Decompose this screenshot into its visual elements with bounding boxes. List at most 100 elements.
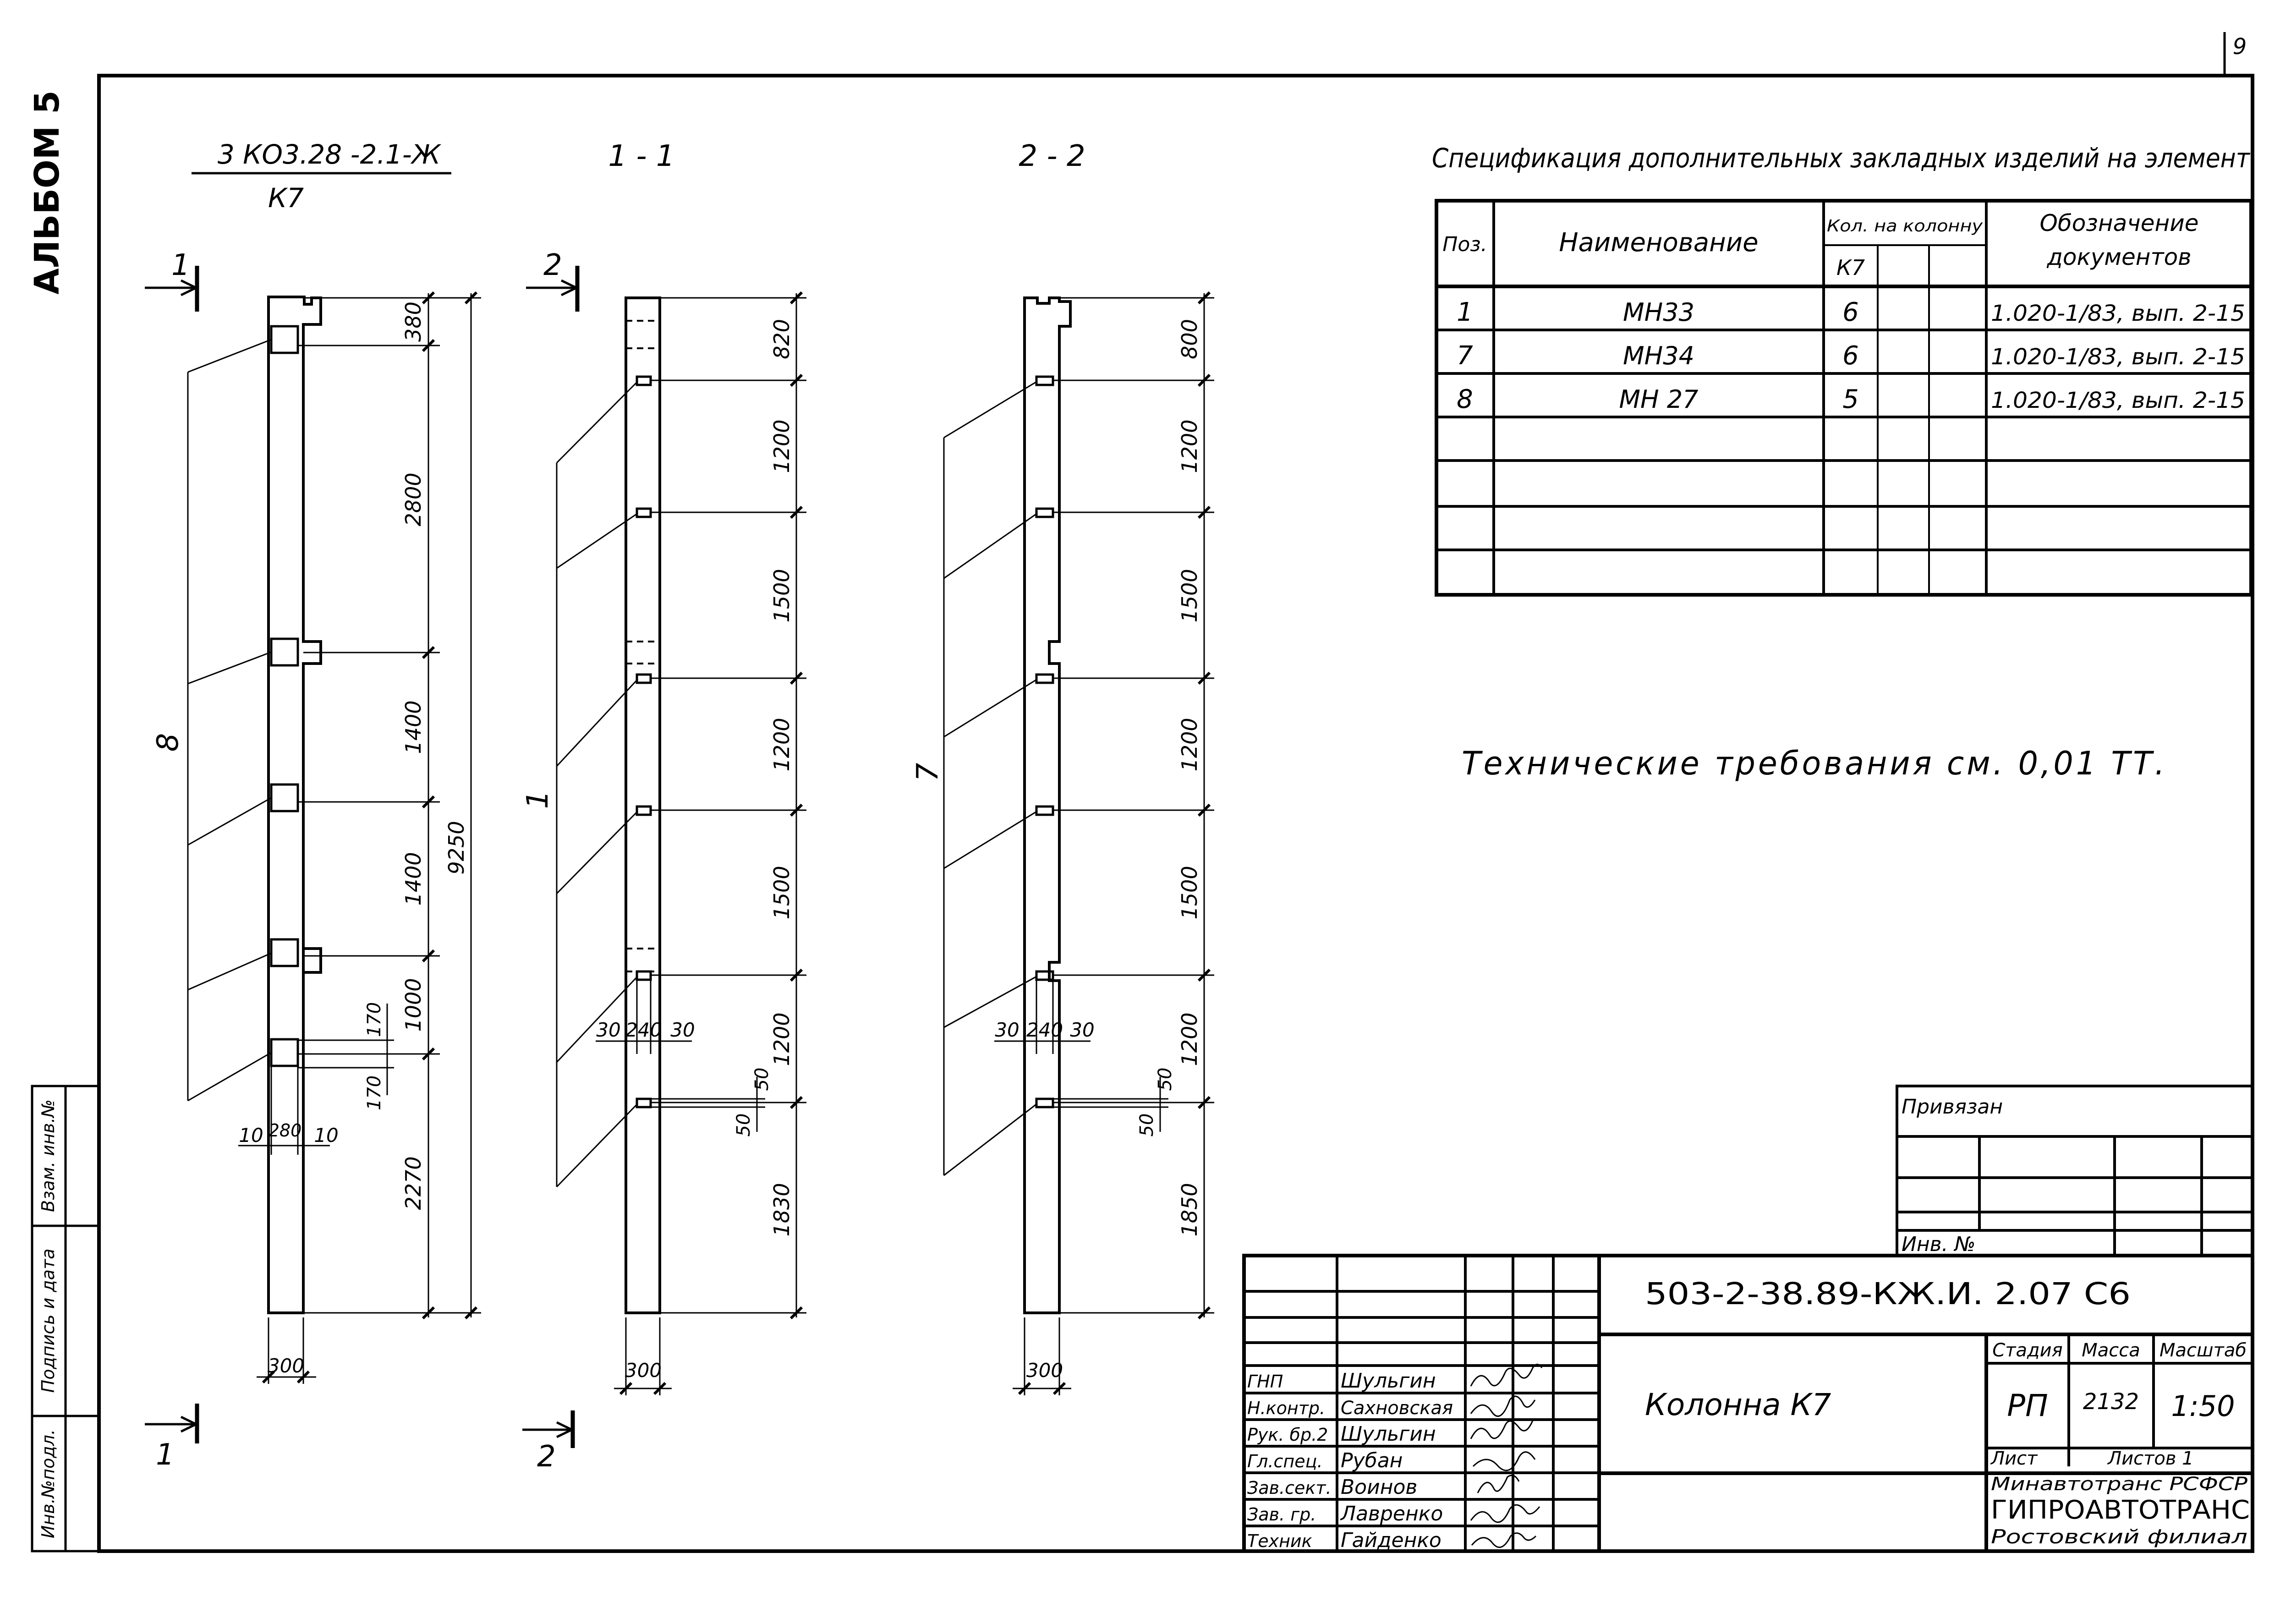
org-branch: Ростовский филиал [1991,1525,2247,1548]
mass-value: 2132 [2083,1389,2139,1415]
spec-row-3-doc: 1.020-1/83, вып. 2-15 [1991,388,2245,413]
embedded-parts-section-1 [636,375,652,1108]
section-2-dim-50-a: 50 [1155,1068,1176,1091]
staff-name-3: Шульгин [1341,1422,1436,1446]
spec-row-1-doc: 1.020-1/83, вып. 2-15 [1991,301,2245,326]
section-2-dim-ticks [1018,291,1211,1395]
main-dim-total: 9250 [444,821,469,874]
section-2-dim-1850: 1850 [1177,1183,1202,1236]
section-cut-1-top-label: 1 [171,248,190,282]
spec-header-pos: Поз. [1442,233,1487,256]
sheet-header: Лист [1990,1448,2038,1469]
leader-lines-section-1 [556,380,639,1188]
staff-role-7: Техник [1247,1531,1312,1551]
spec-row-2-name: МН34 [1623,341,1694,370]
spec-header-name: Наименование [1559,228,1758,258]
column-section-1-outline [625,296,661,1314]
section-2-dim-50-b: 50 [1136,1114,1157,1137]
section-1-callout: 1 [521,790,555,809]
main-dim-2800: 2800 [401,472,426,526]
stage-value: РП [2007,1388,2048,1423]
org-institute: ГИПРОАВТОТРАНС [1991,1495,2250,1525]
staff-role-2: Н.контр. [1247,1398,1325,1418]
leader-lines-main [187,339,272,1102]
section-2-dim-30-right: 30 [1070,1019,1094,1041]
document-designation: 503-2-38.89-КЖ.И. 2.07 С6 [1645,1276,2131,1311]
embedded-parts-section-2 [1035,375,1054,1108]
spec-row-3-qty: 5 [1842,384,1859,414]
spec-title: Спецификация дополнительных закладных из… [1432,143,2251,174]
leader-lines-section-2 [943,380,1038,1176]
main-dim-ticks [262,291,478,1384]
section-2-dim-30-left: 30 [995,1019,1019,1041]
left-stamp-strip [31,1085,100,1553]
section-2-dim-1200-c: 1200 [1177,1012,1202,1066]
main-dim-280: 280 [269,1120,302,1141]
spec-row-1-name: МН33 [1623,298,1694,327]
spec-row-2-pos: 7 [1457,341,1473,371]
mass-header: Масса [2082,1340,2140,1361]
stamp-label-signature-date: Подпись и дата [38,1249,58,1393]
spec-row-1-pos: 1 [1457,297,1473,327]
stage-header: Стадия [1992,1340,2062,1361]
section-cut-1-top [145,266,199,312]
main-dim-1400-b: 1400 [401,852,426,905]
drawing-frame [97,74,2254,1553]
section-2-dim-1500-b: 1500 [1177,866,1202,919]
spec-table-grid [1435,199,2253,597]
main-dim-170-a: 170 [364,1002,385,1037]
spec-row-1-qty: 6 [1842,297,1859,327]
main-view-subtitle: К7 [268,182,304,214]
section-cut-2-bottom [522,1410,575,1448]
main-dim-10-left: 10 [239,1124,263,1147]
section-1-dim-lines [596,293,806,1395]
main-dim-lines [238,293,481,1384]
section-1-dim-width: 300 [625,1359,662,1382]
main-dim-1400-a: 1400 [401,700,426,754]
section-1-dim-30-left: 30 [596,1019,620,1041]
section-2-dim-1200-b: 1200 [1177,718,1202,771]
staff-name-1: Шульгин [1341,1369,1436,1393]
drawing-name: Колонна К7 [1645,1387,1831,1422]
spec-row-3-pos: 8 [1457,384,1473,414]
section-1-dim-1500-a: 1500 [769,569,794,622]
inventory-number-label: Инв. № [1902,1233,1975,1256]
staff-name-2: Сахновская [1341,1398,1453,1419]
sheets-header: Листов 1 [2107,1448,2194,1469]
spec-header-doc: Обозначение документов [2039,210,2199,270]
sheet-number: 9 [2233,34,2247,60]
title-block-grid [1242,1254,2254,1553]
staff-role-5: Зав.сект. [1247,1478,1332,1498]
section-1-dim-1500-b: 1500 [769,866,794,919]
staff-role-4: Гл.спец. [1247,1451,1323,1471]
scale-header: Масштаб [2159,1340,2247,1361]
staff-name-4: Рубан [1341,1449,1403,1472]
section-2-dim-1500-a: 1500 [1177,569,1202,622]
section-1-title: 1 - 1 [608,139,674,173]
section-cut-2-top-label: 2 [543,248,562,282]
staff-role-6: Зав. гр. [1247,1504,1316,1525]
main-dim-1000: 1000 [401,978,426,1031]
staff-name-7: Гайденко [1341,1529,1441,1552]
section-2-dim-1200-a: 1200 [1177,419,1202,473]
staff-role-1: ГНП [1247,1372,1283,1392]
main-dim-width: 300 [268,1355,304,1377]
spec-header-qty-sub: К7 [1836,255,1865,280]
section-cut-2-top [526,266,580,312]
section-2-callout: 7 [911,763,945,781]
spec-row-2-qty: 6 [1842,341,1859,371]
staff-name-5: Воинов [1341,1476,1417,1499]
main-dim-170-b: 170 [364,1075,385,1110]
section-cut-1-bottom-label: 1 [156,1438,175,1472]
spec-row-3-name: МН 27 [1619,385,1698,414]
section-2-dim-800: 800 [1177,319,1202,359]
staff-role-3: Рук. бр.2 [1247,1425,1328,1445]
org-ministry: Минавтотранс РСФСР [1991,1474,2248,1495]
section-2-dim-width: 300 [1026,1359,1063,1382]
stamp-label-replaced-inv: Взам. инв.№ [38,1099,58,1212]
binding-stamp-label: Привязан [1902,1095,2003,1119]
main-dim-10-right: 10 [314,1124,338,1147]
column-main-outline [267,296,322,1314]
album-label: АЛЬБОМ 5 [27,90,67,294]
